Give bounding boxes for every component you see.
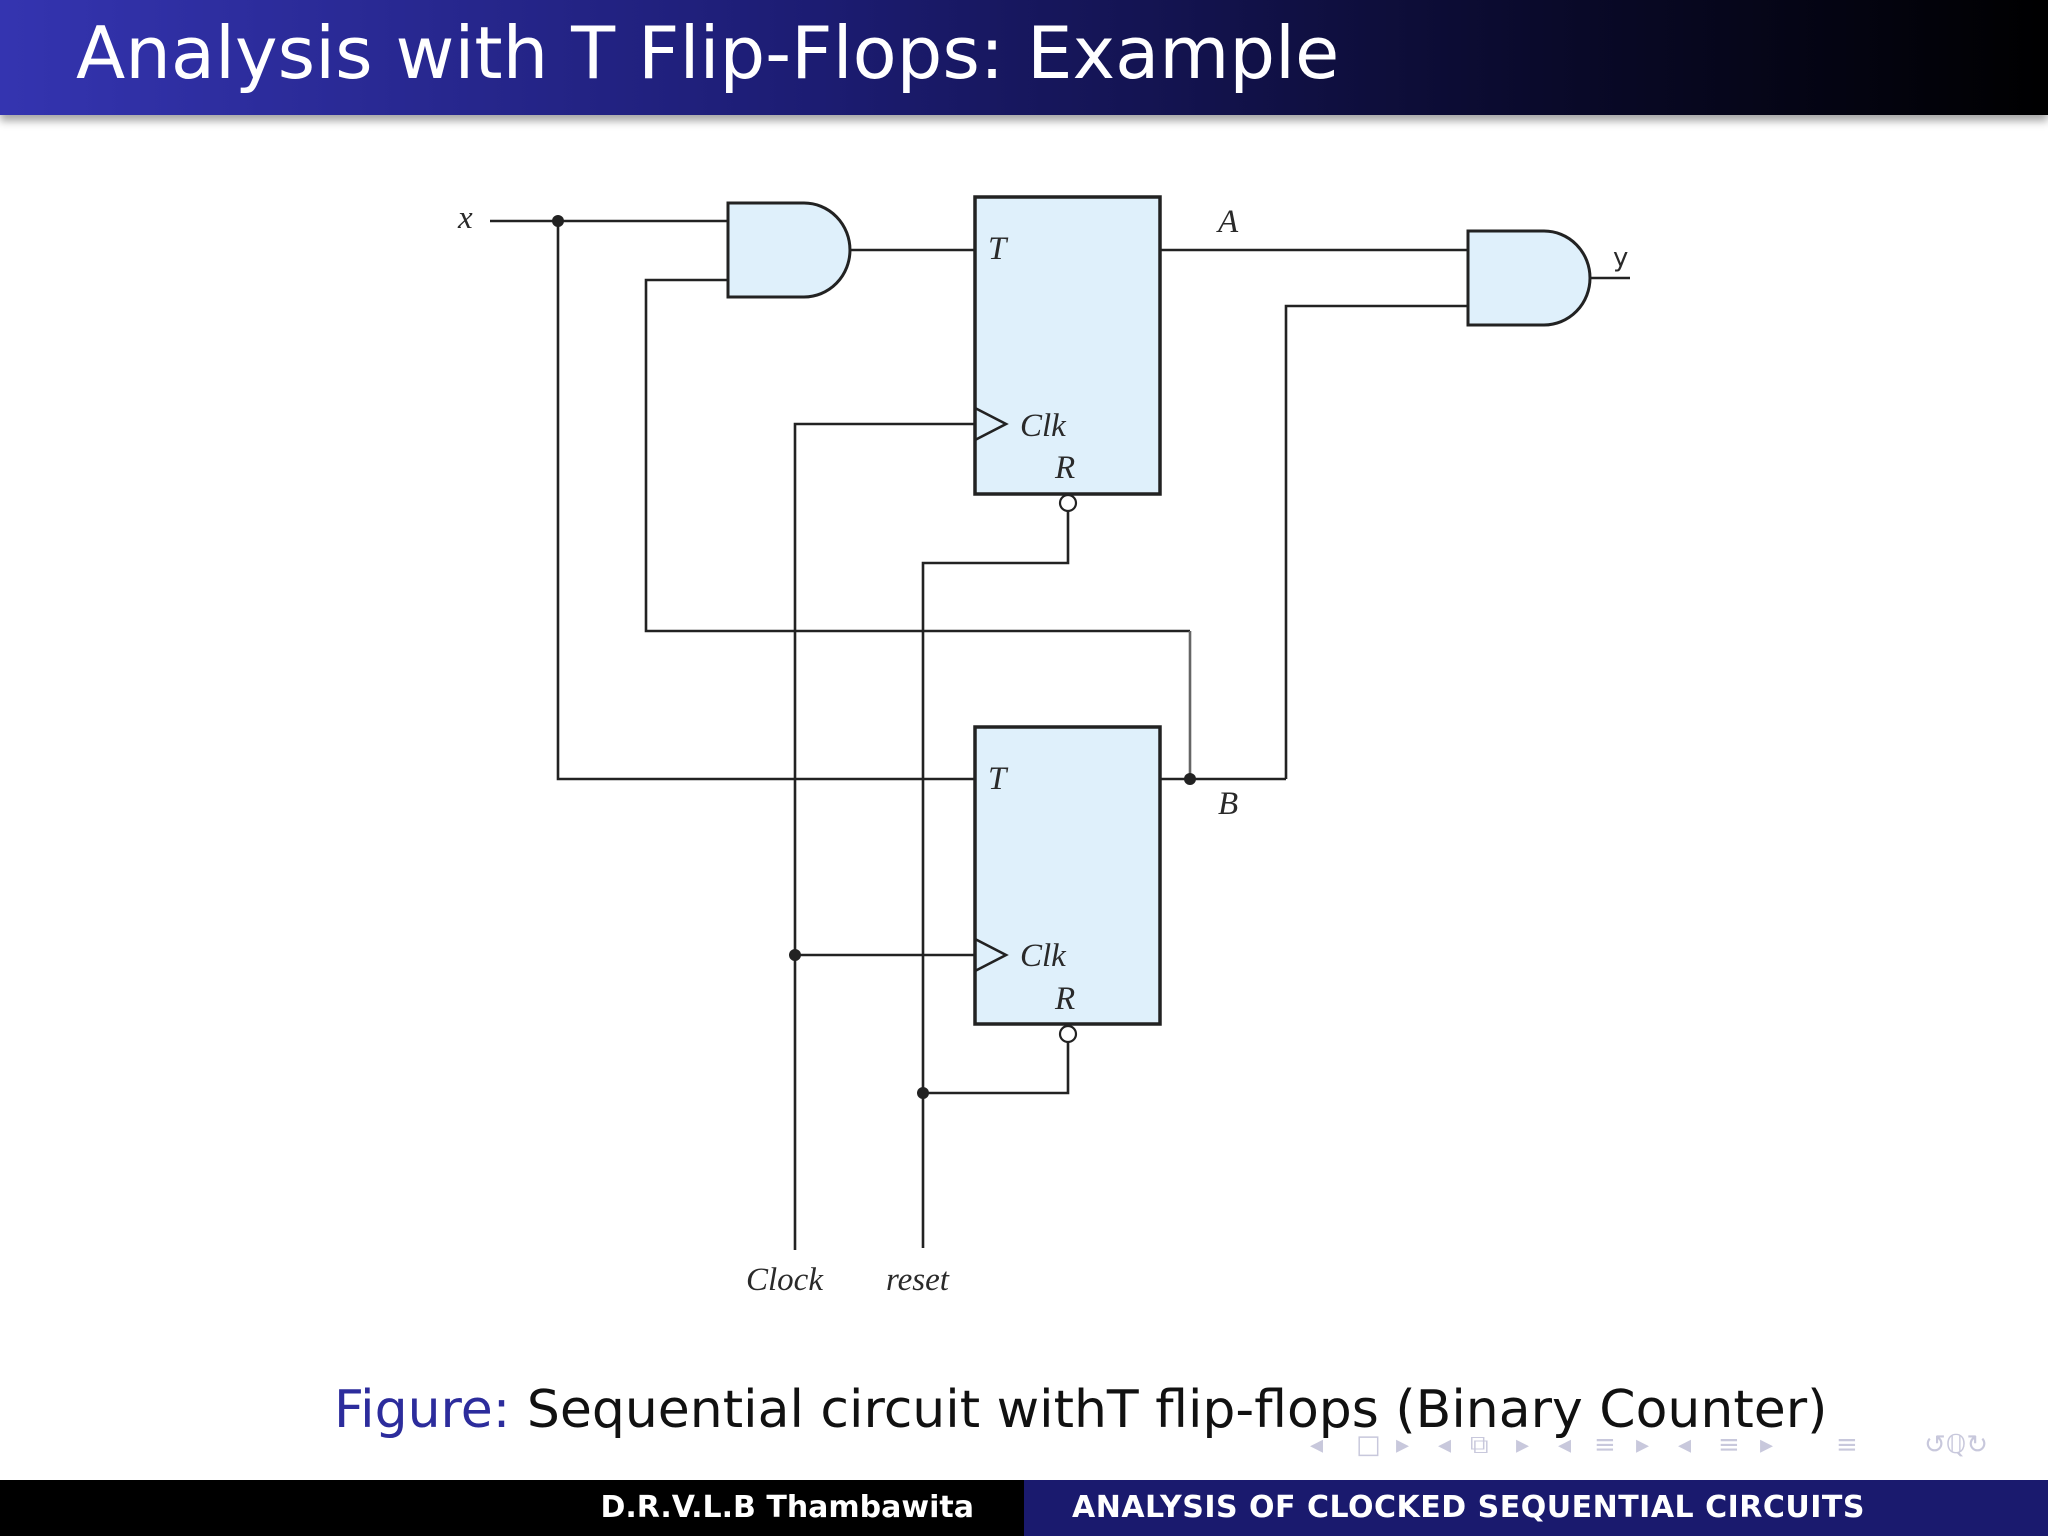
- clock-wire-a: [793, 422, 975, 1250]
- caption-text: Sequential circuit withT flip-flops (Bin…: [526, 1380, 1828, 1440]
- ff-b-r-label: R: [1054, 981, 1075, 1017]
- nav-section-icon[interactable]: ⧉: [1470, 1430, 1489, 1460]
- clock-junction: [789, 949, 801, 961]
- nav-prev-slide-icon[interactable]: ◂: [1678, 1430, 1692, 1460]
- ff-b-reset-bubble: [1058, 1024, 1078, 1044]
- nav-prev-subsection-icon[interactable]: ◂: [1558, 1430, 1572, 1460]
- reset-junction: [917, 1087, 929, 1099]
- beamer-nav: ◂ □ ▸ ◂ ⧉ ▸ ◂ ≡ ▸ ◂ ≡ ▸ ≡ ↺ℚ↻: [1310, 1430, 2040, 1470]
- ff-a-reset-wire: [921, 511, 1070, 1248]
- x-to-tb-wire: [556, 221, 975, 781]
- ff-a-clk-triangle: [974, 406, 1009, 442]
- nav-next-section-icon[interactable]: ▸: [1516, 1430, 1530, 1460]
- ff-b-clk-label: Clk: [1020, 938, 1067, 974]
- and-gate-1: [726, 201, 852, 299]
- output-b-label: B: [1218, 786, 1238, 822]
- footer-right: ANALYSIS OF CLOCKED SEQUENTIAL CIRCUITS: [1024, 1480, 2048, 1536]
- title-bar: Analysis with T Flip-Flops: Example: [0, 0, 2048, 115]
- footer: D.R.V.L.B Thambawita ANALYSIS OF CLOCKED…: [0, 1480, 2048, 1536]
- ff-b-reset-wire: [923, 1042, 1070, 1095]
- nav-prev-frame-icon[interactable]: ◂: [1310, 1430, 1324, 1460]
- ff-b-clk-triangle: [974, 937, 1009, 973]
- figure-caption: Figure: Sequential circuit withT flip-fl…: [334, 1380, 1827, 1440]
- footer-left: D.R.V.L.B Thambawita: [0, 1480, 1024, 1536]
- nav-next-frame-icon[interactable]: ▸: [1396, 1430, 1410, 1460]
- footer-author: D.R.V.L.B Thambawita: [600, 1490, 974, 1525]
- ff-a-reset-bubble: [1058, 493, 1078, 513]
- nav-next-slide-icon[interactable]: ▸: [1760, 1430, 1774, 1460]
- clock-label: Clock: [746, 1262, 824, 1298]
- nav-prev-section-icon[interactable]: ◂: [1438, 1430, 1452, 1460]
- b-to-gate2-wire: [1284, 304, 1468, 779]
- output-a-label: A: [1216, 204, 1239, 240]
- ff-a-r-label: R: [1054, 450, 1075, 486]
- caption-prefix: Figure:: [334, 1380, 511, 1440]
- nav-slide-icon[interactable]: ≡: [1718, 1430, 1740, 1460]
- nav-search-icon[interactable]: ↺ℚ↻: [1924, 1430, 1989, 1460]
- footer-section-title: ANALYSIS OF CLOCKED SEQUENTIAL CIRCUITS: [1072, 1490, 1865, 1525]
- ff-a-clk-label: Clk: [1020, 408, 1067, 444]
- flip-flop-b: [973, 725, 1162, 1026]
- slide-title: Analysis with T Flip-Flops: Example: [76, 11, 1340, 95]
- flip-flop-a: [973, 195, 1162, 496]
- nav-frame-icon[interactable]: □: [1356, 1430, 1381, 1460]
- gate1-in2-wire: [644, 278, 1190, 633]
- nav-menu-icon[interactable]: ≡: [1836, 1430, 1858, 1460]
- ff-a-t-label: T: [988, 231, 1009, 267]
- and-gate-2: [1466, 229, 1592, 327]
- ff-b-t-label: T: [988, 761, 1009, 797]
- input-x-label: x: [457, 200, 473, 236]
- reset-label: reset: [886, 1262, 950, 1298]
- nav-next-subsection-icon[interactable]: ▸: [1636, 1430, 1650, 1460]
- output-y-label: y: [1613, 243, 1628, 273]
- b-junction: [1184, 773, 1196, 785]
- nav-subsection-icon[interactable]: ≡: [1594, 1430, 1616, 1460]
